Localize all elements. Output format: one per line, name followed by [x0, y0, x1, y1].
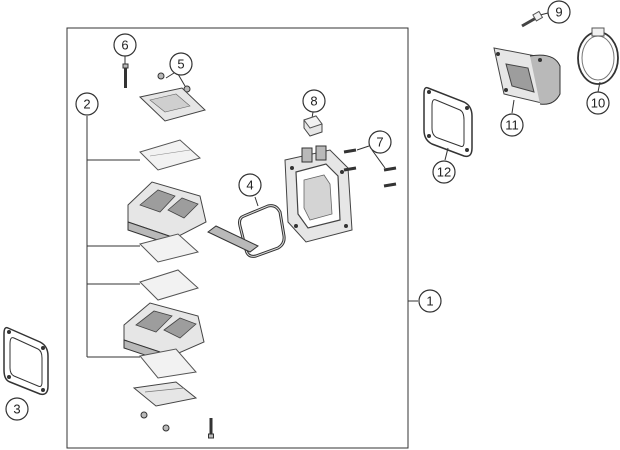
- callout-6-label: 6: [121, 38, 128, 53]
- intake-flange-part: [493, 47, 561, 105]
- callout-1-label: 1: [426, 294, 433, 309]
- callout-3: 3: [5, 397, 29, 421]
- callout-7-label: 7: [376, 135, 383, 150]
- callout-12-label: 12: [437, 165, 451, 180]
- leader-lines: [86, 12, 601, 358]
- callout-8: 8: [302, 89, 326, 113]
- reed-petal-2: [139, 233, 200, 263]
- callout-5-label: 5: [177, 57, 184, 72]
- connector-block-part: [303, 115, 323, 137]
- callout-7: 7: [368, 130, 392, 154]
- callout-10-label: 10: [591, 96, 605, 111]
- callout-11: 11: [500, 113, 524, 137]
- gasket-right-part: [423, 86, 473, 158]
- callout-9-label: 9: [555, 5, 562, 20]
- callout-4-label: 4: [246, 178, 253, 193]
- bottom-screws-part: [140, 411, 214, 439]
- reed-housing-part: [284, 145, 353, 243]
- gasket-left-part: [3, 326, 49, 396]
- hose-clamp-part: [577, 27, 619, 85]
- reed-petal-4: [139, 348, 197, 379]
- reed-stop-plate-top: [138, 87, 206, 122]
- callout-3-label: 3: [13, 402, 20, 417]
- reed-cage-upper: [127, 181, 207, 247]
- callout-10: 10: [586, 91, 610, 115]
- assembly-frame: [66, 27, 409, 449]
- callout-1: 1: [418, 289, 442, 313]
- callout-2-label: 2: [83, 97, 90, 112]
- callout-4: 4: [238, 173, 262, 197]
- reed-petal-1: [139, 139, 202, 171]
- callout-9: 9: [547, 0, 571, 24]
- callout-2: 2: [75, 92, 99, 116]
- spacer-bar-part: [207, 225, 259, 253]
- long-screw-part: [122, 63, 129, 88]
- bolts-part: [343, 148, 397, 188]
- callout-8-label: 8: [310, 94, 317, 109]
- flange-screw-part: [521, 10, 544, 28]
- callout-12: 12: [432, 160, 456, 184]
- reed-stop-plate-bottom: [132, 381, 198, 407]
- reed-petal-3: [139, 269, 199, 301]
- small-screws-part: [157, 72, 191, 93]
- callout-6: 6: [113, 33, 137, 57]
- seal-ring-part: [238, 204, 286, 258]
- callout-11-label: 11: [505, 118, 519, 133]
- callout-5: 5: [169, 52, 193, 76]
